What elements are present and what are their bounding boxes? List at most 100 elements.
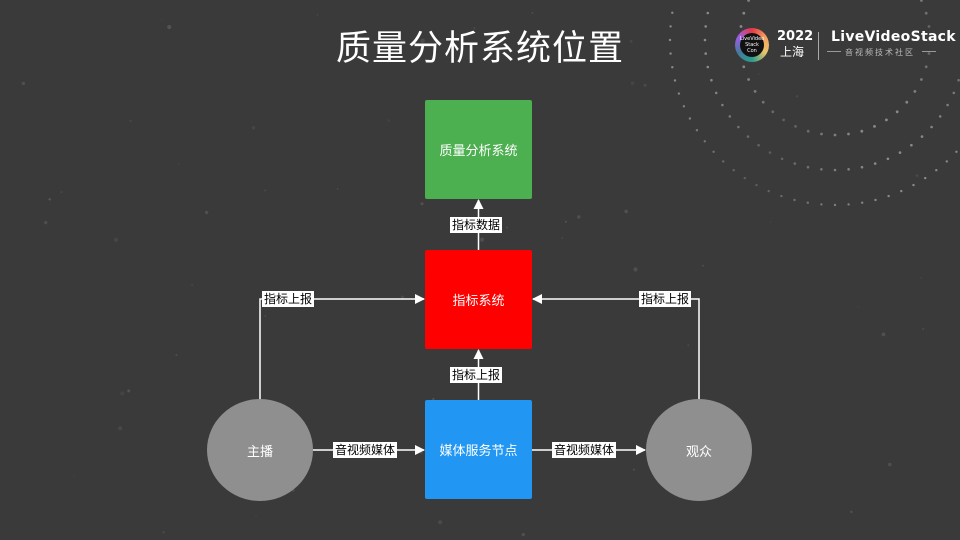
- background-dot: [833, 168, 837, 172]
- logo-brand: LiveVideoStack: [831, 29, 956, 45]
- background-speckle: [632, 468, 635, 471]
- background-speckle: [922, 327, 925, 331]
- background-dot: [920, 78, 923, 81]
- background-speckle: [432, 397, 435, 401]
- background-dot: [753, 90, 757, 93]
- background-speckle: [795, 95, 799, 98]
- background-dot: [757, 143, 760, 147]
- background-dot: [755, 183, 758, 187]
- background-dot: [780, 194, 783, 198]
- background-dot: [722, 160, 725, 163]
- background-dot: [887, 194, 890, 198]
- background-dot: [833, 203, 837, 207]
- background-speckle: [118, 426, 123, 431]
- logo-tagline: 音视频技术社区: [845, 48, 915, 57]
- background-dot: [732, 169, 735, 172]
- background-dot: [885, 118, 888, 122]
- background-dot: [704, 52, 707, 55]
- background-speckle: [643, 83, 647, 87]
- background-dot: [860, 129, 864, 133]
- logo-city: 上海: [780, 45, 805, 59]
- background-dot: [703, 140, 706, 143]
- background-dot: [938, 115, 942, 118]
- background-dot: [668, 38, 672, 42]
- conference-logo-text: LiveVideo Stack Con: [740, 33, 764, 57]
- background-speckle: [438, 520, 443, 525]
- background-speckle: [336, 188, 339, 190]
- background-speckle: [161, 19, 163, 21]
- conference-logo-icon: LiveVideo Stack Con: [735, 28, 769, 62]
- broadcaster-node: 主播: [207, 399, 313, 501]
- background-dot: [669, 52, 672, 55]
- background-speckle: [420, 38, 425, 43]
- background-dot: [673, 79, 677, 82]
- background-dot: [861, 201, 864, 204]
- background-dot: [820, 132, 823, 136]
- background-dot: [704, 25, 707, 28]
- background-dot: [747, 78, 750, 81]
- edge-label-audience-report: 指标上报: [639, 291, 692, 307]
- event-logo: LiveVideo Stack Con 2022 上海 LiveVideoSta…: [735, 28, 956, 62]
- background-speckle: [178, 163, 180, 165]
- background-dot: [955, 150, 958, 153]
- slide-title: 质量分析系统位置: [335, 29, 624, 69]
- background-dot: [793, 162, 797, 165]
- background-speckle: [531, 11, 534, 15]
- background-speckle: [129, 119, 132, 123]
- background-speckle: [316, 14, 319, 16]
- background-speckle: [480, 237, 485, 242]
- background-dot: [688, 117, 692, 120]
- background-speckle: [629, 40, 633, 43]
- background-speckle: [597, 45, 601, 48]
- logo-year: 2022: [777, 29, 814, 44]
- background-dot: [677, 92, 681, 95]
- background-dot: [860, 165, 864, 169]
- background-dot: [820, 168, 823, 171]
- logo-tagline-rule-left: [827, 51, 841, 52]
- edge-broadcaster-to-metrics: [259, 294, 425, 399]
- background-dot: [924, 65, 928, 69]
- background-speckle: [48, 198, 51, 201]
- background-speckle: [73, 475, 75, 477]
- background-dot: [924, 176, 927, 180]
- background-dot: [935, 169, 938, 172]
- background-dot: [927, 25, 931, 28]
- background-dot: [737, 125, 740, 129]
- metrics-system-node: 指标系统: [425, 250, 532, 349]
- background-dot: [743, 176, 746, 180]
- background-dot: [771, 110, 775, 114]
- background-speckle: [167, 24, 172, 30]
- edge-audience-to-metrics: [532, 294, 700, 399]
- background-dot: [873, 125, 876, 128]
- background-dot: [806, 165, 810, 169]
- background-dot: [728, 115, 732, 118]
- background-speckle: [204, 210, 209, 215]
- background-dot: [946, 103, 949, 107]
- background-speckle: [21, 81, 26, 86]
- background-speckle: [758, 72, 760, 75]
- background-dot: [695, 129, 699, 132]
- edge-label-broadcaster-report: 指标上报: [262, 291, 315, 307]
- background-dot: [928, 38, 932, 42]
- background-dot: [927, 52, 931, 55]
- background-dot: [806, 201, 809, 204]
- background-speckle: [120, 391, 125, 396]
- background-dot: [910, 143, 913, 147]
- background-speckle: [850, 510, 853, 514]
- background-speckle: [473, 27, 476, 30]
- audience-node: 观众: [646, 399, 752, 501]
- background-speckle: [915, 174, 919, 177]
- background-dot: [957, 78, 960, 82]
- background-speckle: [251, 126, 256, 130]
- background-dot: [873, 162, 877, 165]
- background-dot: [742, 65, 746, 69]
- background-speckle: [888, 462, 892, 467]
- background-dot: [952, 91, 956, 95]
- background-dot: [820, 203, 823, 206]
- background-speckle: [506, 226, 508, 229]
- background-dot: [746, 135, 750, 138]
- background-dot: [794, 125, 797, 128]
- background-speckle: [162, 530, 165, 534]
- background-dot: [671, 66, 674, 69]
- edge-label-metrics-data: 指标数据: [450, 217, 503, 233]
